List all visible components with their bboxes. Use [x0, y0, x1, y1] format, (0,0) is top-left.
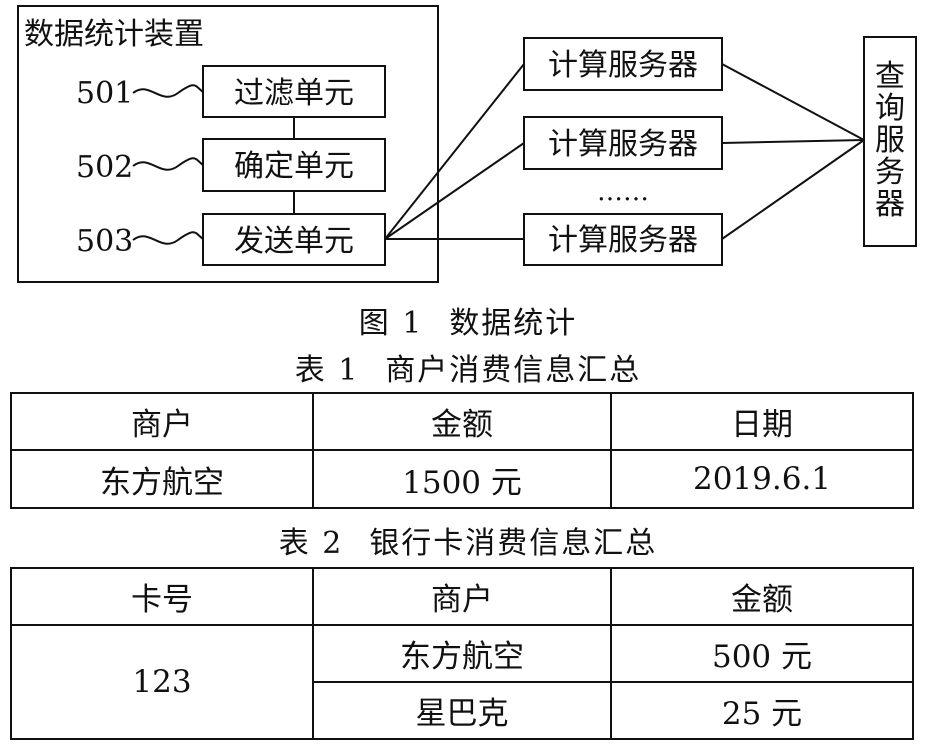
unit-id-502: 502	[76, 150, 133, 185]
table-row: 123 东方航空 500 元	[10, 624, 914, 740]
table-row: 星巴克 25 元	[11, 681, 914, 740]
send-to-server-line	[384, 142, 525, 240]
column-header: 金额	[312, 392, 612, 451]
figure-title: 数据统计	[449, 306, 578, 341]
column-header: 金额	[610, 567, 914, 626]
unit-label-send: 发送单元	[234, 224, 354, 259]
table2-caption: 表 2 银行卡消费信息汇总	[0, 518, 936, 562]
table-cell: 东方航空	[10, 449, 314, 509]
compute-server-box	[523, 213, 723, 266]
leader-line-503	[132, 231, 204, 245]
leader-line-502	[132, 157, 204, 171]
server-to-query-line	[721, 139, 865, 144]
compute-server-label: 计算服务器	[548, 48, 698, 83]
device-box	[17, 5, 439, 283]
figure-caption: 图 1 数据统计	[0, 298, 936, 342]
table-row: 东方航空 1500 元 2019.6.1	[10, 449, 914, 509]
compute-server-label: 计算服务器	[548, 223, 698, 258]
column-header: 日期	[610, 392, 914, 451]
query-server-box	[863, 36, 917, 247]
server-to-query-line	[721, 63, 865, 141]
table-cell: 500 元	[610, 624, 914, 683]
table-header-row: 卡号 商户 金额	[10, 567, 914, 626]
compute-server-label: 计算服务器	[548, 127, 698, 162]
query-server-char: 查	[875, 59, 905, 94]
table1-caption: 表 1 商户消费信息汇总	[0, 345, 936, 389]
query-server-char: 务	[875, 155, 905, 190]
table-cell: 1500 元	[312, 449, 612, 509]
server-to-query-line	[721, 139, 865, 240]
unit-box-determine	[202, 138, 386, 192]
query-server-char: 服	[875, 123, 905, 158]
column-header: 商户	[312, 567, 612, 626]
unit-label-filter: 过滤单元	[234, 76, 354, 111]
table-cell: 东方航空	[312, 624, 612, 683]
device-label: 数据统计装置	[24, 17, 204, 52]
compute-server-box	[523, 37, 723, 91]
query-server-char: 询	[875, 91, 905, 126]
table-cell: 星巴克	[312, 681, 612, 740]
table2-title: 银行卡消费信息汇总	[369, 526, 658, 561]
column-header: 卡号	[10, 567, 314, 626]
merchant-summary-table: 商户 金额 日期 东方航空 1500 元 2019.6.1	[10, 392, 914, 509]
query-server-char: 器	[875, 187, 905, 222]
unit-label-determine: 确定单元	[234, 149, 354, 184]
unit-id-501: 501	[76, 76, 133, 111]
unit-id-503: 503	[76, 224, 133, 259]
ellipsis: ……	[597, 177, 649, 207]
table2-number: 表 2	[278, 526, 344, 561]
table-cell: 2019.6.1	[610, 449, 914, 509]
column-header: 商户	[10, 392, 314, 451]
table-cell: 25 元	[610, 681, 914, 740]
leader-line-501	[132, 84, 204, 98]
query-server-label: 查询服务器	[875, 59, 905, 222]
table1-title: 商户消费信息汇总	[385, 353, 642, 388]
card-number-cell: 123	[10, 624, 314, 740]
send-to-server-line	[384, 63, 525, 240]
table1-number: 表 1	[294, 353, 360, 388]
bank-card-summary-table: 卡号 商户 金额 123 东方航空 500 元 星巴克 25 元	[10, 567, 914, 740]
figure-number: 图 1	[358, 306, 424, 341]
unit-box-filter	[202, 65, 386, 118]
table-header-row: 商户 金额 日期	[10, 392, 914, 451]
data-statistics-diagram: 数据统计装置 501 过滤单元 502 确定单元 503 发送单元 计算服务器 …	[17, 5, 917, 283]
